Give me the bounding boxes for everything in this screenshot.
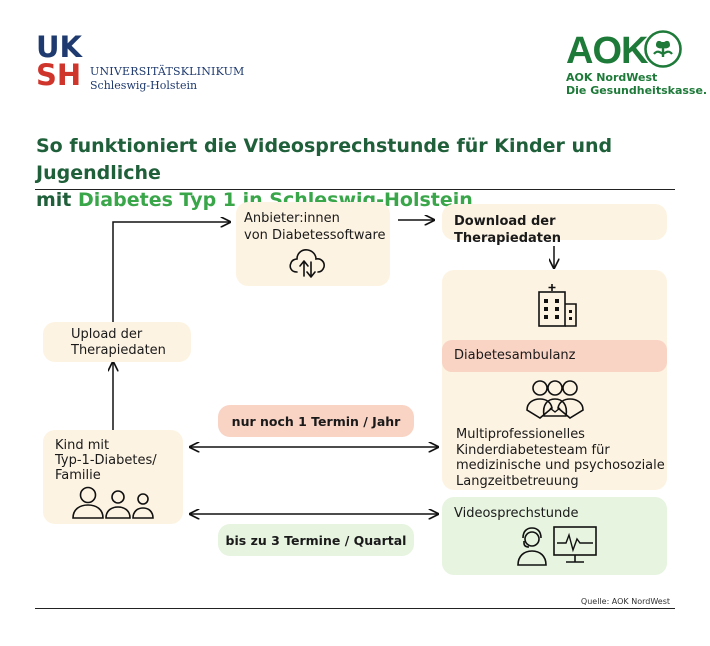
video-consultation-icon [517, 526, 597, 566]
source-note: Quelle: AOK NordWest [580, 597, 670, 606]
family-icon [72, 486, 154, 519]
node-upload-label: Upload der Therapiedaten [71, 327, 166, 358]
node-download-label: Download der Therapiedaten [454, 214, 562, 246]
top-divider [35, 189, 675, 190]
uksh-logo-uk: UK [36, 30, 83, 64]
cloud-sync-icon [289, 249, 325, 278]
node-kind: Kind mit Typ-1-Diabetes/ Familie [43, 430, 183, 524]
bottom-divider [35, 608, 675, 609]
node-video: Videosprechstunde [442, 497, 667, 575]
node-upload: Upload der Therapiedaten [43, 322, 191, 362]
care-team-icon [526, 380, 584, 419]
node-video-label: Videosprechstunde [454, 506, 579, 521]
aok-wordmark: AOK [566, 30, 648, 72]
node-ambulanz: Diabetesambulanz [442, 340, 667, 372]
label-termin-quartal-text: bis zu 3 Termine / Quartal [225, 533, 407, 548]
aok-line-2: Die Gesundheitskasse. [566, 84, 708, 97]
hospital-building-icon [538, 284, 577, 327]
uksh-name-2: Schleswig-Holstein [90, 79, 198, 92]
node-ambulanz-group: Multiprofessionelles Kinderdiabetesteam … [442, 270, 667, 490]
label-termin-jahr-text: nur noch 1 Termin / Jahr [231, 414, 401, 429]
aok-tree-icon [644, 30, 682, 68]
title-line-1: So funktioniert die Videosprechstunde fü… [36, 135, 613, 184]
node-team-label: Multiprofessionelles Kinderdiabetesteam … [456, 427, 665, 489]
node-software-label: Anbieter:innen von Diabetessoftware [244, 211, 386, 243]
label-termin-quartal: bis zu 3 Termine / Quartal [218, 524, 414, 556]
node-kind-label: Kind mit Typ-1-Diabetes/ Familie [55, 438, 157, 483]
title-line-2-prefix: mit [36, 189, 79, 211]
aok-line-1: AOK NordWest [566, 71, 658, 84]
arrow-upload-to-software [112, 222, 230, 322]
node-ambulanz-label: Diabetesambulanz [454, 348, 576, 363]
node-software: Anbieter:innen von Diabetessoftware [236, 202, 390, 286]
uksh-logo-sh: SH [36, 58, 82, 92]
label-termin-jahr: nur noch 1 Termin / Jahr [218, 405, 414, 437]
uksh-name-1: UNIVERSITÄTSKLINIKUM [90, 65, 245, 78]
node-download: Download der Therapiedaten [442, 204, 667, 246]
